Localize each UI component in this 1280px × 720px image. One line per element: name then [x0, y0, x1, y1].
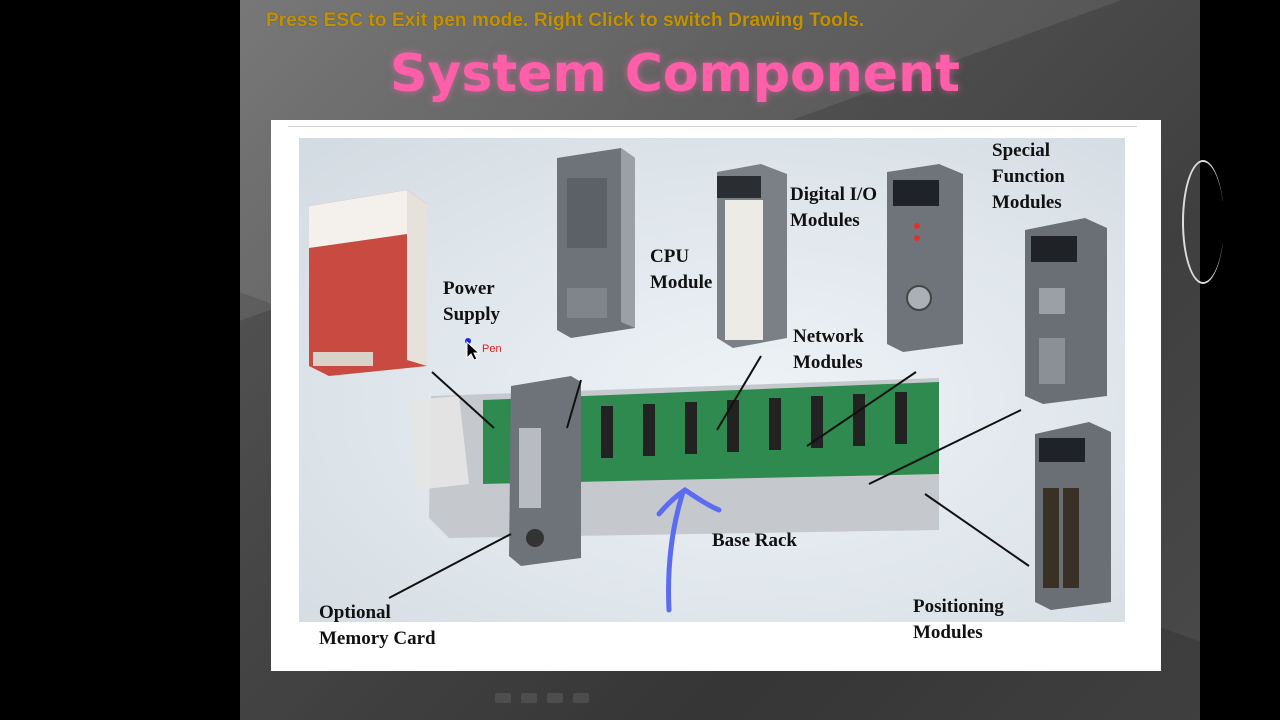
label-memory-line2: Memory Card — [319, 628, 436, 649]
digital-io-unit — [717, 164, 787, 348]
label-special-line1: Special — [992, 140, 1051, 161]
label-digital-io: Digital I/O Modules — [790, 182, 877, 234]
pen-annotation — [656, 486, 722, 613]
label-cpu-line2: Module — [650, 272, 713, 293]
label-cpu-module: CPU Module — [650, 244, 712, 296]
presenter-control-icon[interactable] — [1182, 160, 1224, 284]
label-memory-line1: Optional — [319, 602, 391, 623]
label-network-line1: Network — [793, 326, 864, 347]
divider — [288, 126, 1137, 127]
cpu-module-unit — [557, 148, 635, 338]
label-base-rack: Base Rack — [712, 530, 797, 551]
base-rack-unit — [409, 376, 939, 566]
label-cpu-line1: CPU — [650, 246, 690, 267]
positioning-module-unit — [1035, 422, 1111, 610]
label-power-supply-line2: Supply — [443, 304, 501, 325]
slide-toolbar[interactable] — [495, 693, 589, 703]
label-positioning-line1: Positioning — [913, 596, 1004, 617]
slide-title: System Component — [390, 44, 960, 104]
plc-components-figure: Power Supply CPU Module Digital I/O Modu… — [299, 138, 1125, 649]
next-slide-icon[interactable] — [573, 693, 589, 703]
label-power-supply: Power Supply — [443, 276, 500, 328]
prev-slide-icon[interactable] — [495, 693, 511, 703]
special-function-unit — [887, 164, 963, 352]
label-network-line2: Modules — [793, 352, 863, 373]
cursor-pen-label: Pen — [482, 343, 502, 355]
label-special-line3: Modules — [992, 192, 1062, 213]
slide: Press ESC to Exit pen mode. Right Click … — [240, 0, 1200, 720]
label-digital-io-line1: Digital I/O — [790, 184, 878, 205]
label-optional-memory-card: Optional Memory Card — [319, 600, 436, 652]
network-module-unit — [1025, 218, 1107, 404]
label-positioning-modules: Positioning Modules — [913, 594, 1004, 646]
leader-lines — [388, 355, 1030, 599]
pen-cursor-icon — [465, 338, 481, 360]
pen-mode-hint: Press ESC to Exit pen mode. Right Click … — [266, 10, 865, 31]
content-area: Power Supply CPU Module Digital I/O Modu… — [271, 120, 1161, 671]
label-positioning-line2: Modules — [913, 622, 983, 643]
label-special-function: Special Function Modules — [992, 138, 1065, 216]
label-power-supply-line1: Power — [443, 278, 495, 299]
label-network-modules: Network Modules — [793, 324, 864, 376]
pen-icon[interactable] — [521, 693, 537, 703]
power-supply-unit — [309, 190, 427, 376]
label-special-line2: Function — [992, 166, 1065, 187]
label-digital-io-line2: Modules — [790, 210, 860, 231]
plc-illustration — [309, 148, 1111, 613]
slide-menu-icon[interactable] — [547, 693, 563, 703]
